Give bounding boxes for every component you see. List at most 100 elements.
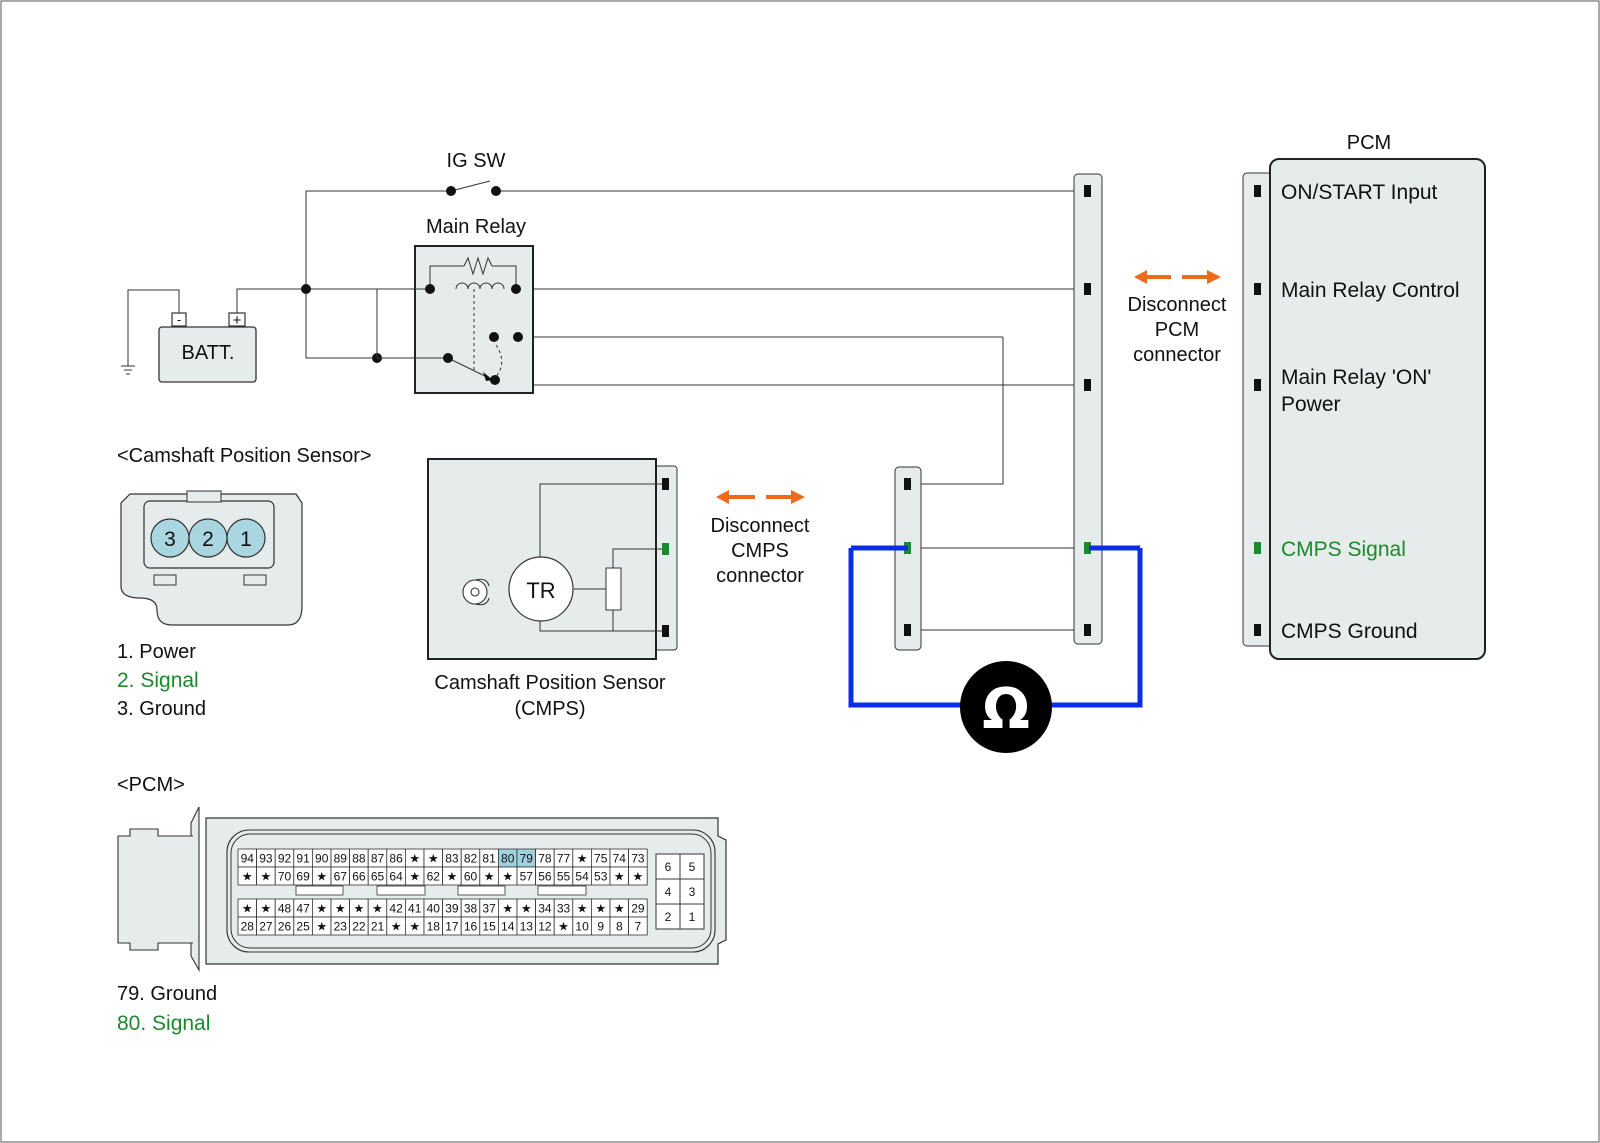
pcm-connector-title: <PCM>: [117, 774, 185, 796]
transistor-label: TR: [526, 578, 555, 603]
disconnect-cmps-line3: connector: [716, 565, 804, 587]
pcm-pin-label: 55: [557, 870, 571, 884]
pcm-pin-label: ★: [242, 870, 253, 884]
pcm-terminal-main-relay-on-power: Main Relay 'ON': [1281, 366, 1431, 389]
connector-pin-2: 2: [202, 528, 214, 551]
battery-plus-label: +: [233, 312, 242, 329]
battery-minus-label: -: [177, 312, 181, 327]
pcm-pin-label: ★: [502, 902, 513, 916]
pcm-pin-label: 18: [427, 920, 441, 934]
pcm-terminal-cmps-ground: CMPS Ground: [1281, 620, 1418, 643]
camshaft-connector: 3 2 1: [120, 490, 303, 626]
pcm-pin-label: ★: [261, 902, 272, 916]
pcm-terminal-main-relay-control: Main Relay Control: [1281, 279, 1460, 302]
battery-label: BATT.: [182, 342, 235, 364]
pcm-pin-label: 9: [597, 920, 604, 934]
pcm-pin-label: 64: [389, 870, 403, 884]
pcm-pin-label: ★: [595, 902, 606, 916]
connector-pin-3: 3: [164, 528, 176, 551]
connector-pin-1: 1: [240, 528, 252, 551]
pcm-pin-label: ★: [484, 870, 495, 884]
pcm-terminal-main-relay-on-power-line2: Power: [1281, 393, 1341, 416]
pcm-pin-label: 56: [538, 870, 552, 884]
pcm-pin-label: 69: [296, 870, 310, 884]
pcm-pin-label: 12: [538, 920, 552, 934]
pcm-pin-label: 53: [594, 870, 608, 884]
pcm-pin-label: 16: [464, 920, 478, 934]
pcm-pin-label: 48: [278, 902, 292, 916]
pcm-pin-label: 29: [631, 902, 645, 916]
pcm-pin-label: 93: [259, 852, 273, 866]
pcm-pin-label: 13: [520, 920, 534, 934]
pcm-pin-label: 79: [520, 852, 534, 866]
pcm-pin-label: 86: [389, 852, 403, 866]
pcm-key-slot: [457, 885, 506, 896]
pcm-pin-label: ★: [316, 902, 327, 916]
pcm-pin-label: 27: [259, 920, 273, 934]
pcm-pin-label: ★: [391, 920, 402, 934]
disconnect-cmps-line1: Disconnect: [711, 515, 810, 537]
camshaft-position-sensor: TR: [427, 458, 678, 660]
pcm-pin-label: ★: [316, 920, 327, 934]
pcm-pin-cell: [628, 866, 648, 886]
pcm-pin-label: 74: [613, 852, 627, 866]
pcm-pin-label: 17: [445, 920, 459, 934]
pcm-pin-label: 92: [278, 852, 292, 866]
pcm-pin-label: ★: [316, 870, 327, 884]
pcm-pin-label: ★: [447, 870, 458, 884]
pcm-small-pin-label: 6: [665, 860, 672, 874]
battery: - + BATT.: [158, 312, 257, 383]
main-relay-label: Main Relay: [426, 216, 526, 238]
ig-sw-label: IG SW: [447, 150, 506, 172]
pcm-pin-label: 38: [464, 902, 478, 916]
pcm-pin-label: 8: [616, 920, 623, 934]
pcm-pin-label: 15: [482, 920, 496, 934]
pcm-pin-label: 25: [296, 920, 310, 934]
pcm-pin-label: 73: [631, 852, 645, 866]
legend-signal: 2. Signal: [117, 669, 199, 692]
pcm-pin-label: 14: [501, 920, 515, 934]
pcm-pin-label: ★: [242, 902, 253, 916]
pcm-pin-label: ★: [558, 920, 569, 934]
pcm-pin-label: ★: [354, 902, 365, 916]
pcm-pin-label: 39: [445, 902, 459, 916]
pcm-terminal-on-start: ON/START Input: [1281, 181, 1438, 204]
pcm-terminal-cmps-signal: CMPS Signal: [1281, 538, 1406, 561]
pcm-pin-label: 28: [241, 920, 255, 934]
pcm-unit: [1242, 158, 1486, 660]
pcm-pin-label: 81: [482, 852, 496, 866]
pcm-pin-label: 40: [427, 902, 441, 916]
ohm-icon: Ω: [982, 677, 1030, 742]
legend-pcm-signal: 80. Signal: [117, 1012, 210, 1035]
disconnect-pcm-arrow: [1134, 270, 1221, 284]
pcm-small-pin-label: 4: [665, 885, 672, 899]
pcm-pin-label: ★: [409, 852, 420, 866]
sensor-caption-line2: (CMPS): [514, 698, 585, 720]
pcm-pin-label: 33: [557, 902, 571, 916]
pcm-pin-label: ★: [577, 852, 588, 866]
sensor-wheel-icon: [462, 578, 490, 606]
pcm-title: PCM: [1347, 132, 1391, 154]
cmps-harness-connector: [894, 466, 922, 651]
disconnect-cmps-arrow: [716, 490, 805, 504]
pcm-pin-label: 42: [389, 902, 403, 916]
ohmmeter: Ω: [848, 545, 1143, 753]
pcm-pin-label: 22: [352, 920, 366, 934]
main-relay: [376, 245, 534, 394]
pcm-pin-label: 83: [445, 852, 459, 866]
pcm-pin-label: 67: [334, 870, 348, 884]
pcm-pin-label: 37: [482, 902, 496, 916]
pcm-pin-label: 94: [241, 852, 255, 866]
pcm-harness-connector: [1073, 173, 1103, 645]
disconnect-pcm-line1: Disconnect: [1128, 294, 1227, 316]
pcm-pin-label: ★: [577, 902, 588, 916]
pcm-pin-label: ★: [428, 852, 439, 866]
pcm-pin-label: ★: [633, 870, 644, 884]
pcm-small-pin-label: 5: [689, 860, 696, 874]
pcm-pin-label: 34: [538, 902, 552, 916]
pcm-pin-label: 54: [575, 870, 589, 884]
